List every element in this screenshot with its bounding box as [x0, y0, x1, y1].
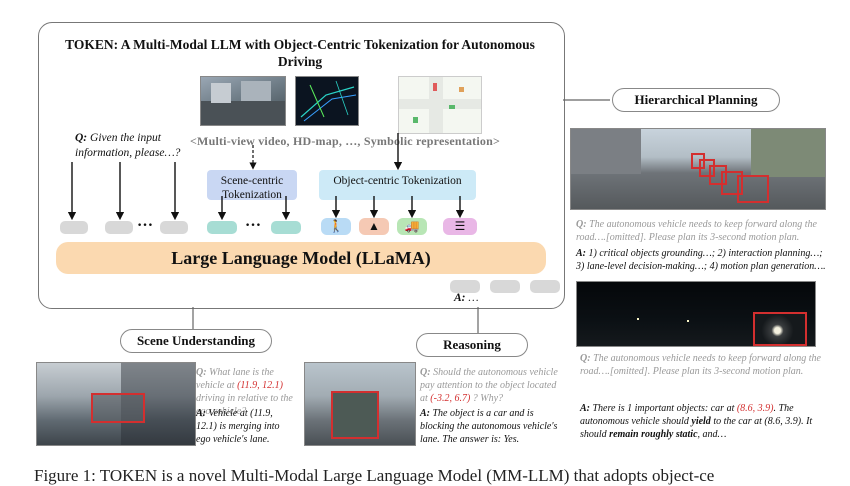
planning-a2-part4: , and… — [697, 429, 727, 440]
planning-a2-static: remain roughly static — [609, 429, 698, 440]
hd-map-image — [295, 76, 359, 126]
scene-vehicle-bbox — [91, 393, 145, 423]
cone-token: ▲ — [359, 218, 389, 235]
scene-q-part1: What lane is the vehicle at — [196, 367, 274, 391]
lane-icon: ☰ — [454, 219, 466, 233]
planning-a2-part2: . The autonomous vehicle should — [580, 403, 794, 427]
reasoning-question: Q: Should the autonomous vehicle pay att… — [420, 366, 560, 405]
output-token-1 — [450, 280, 480, 293]
output-token-2 — [490, 280, 520, 293]
planning-question-1: Q: The autonomous vehicle needs to keep … — [576, 218, 826, 244]
pedestrian-token: 🚶 — [321, 218, 351, 235]
planning-q1-text: The autonomous vehicle needs to keep for… — [576, 219, 817, 243]
bbox-5 — [737, 175, 769, 203]
scene-a-text: Vehicle at (11.9, 12.1) is merging into … — [196, 408, 280, 445]
output-token-3 — [530, 280, 560, 293]
planning-q1-prefix: Q: — [576, 219, 587, 230]
planning-a2-coord: (8.6, 3.9) — [736, 403, 774, 414]
scene-token-1 — [207, 221, 237, 234]
planning-night-image — [576, 281, 816, 347]
figure-caption: Figure 1: TOKEN is a novel Multi-Modal L… — [34, 466, 715, 485]
bbox-1 — [691, 153, 705, 169]
figure-title: TOKEN: A Multi-Modal LLM with Object-Cen… — [65, 37, 535, 69]
planning-a2-yield: yield — [691, 416, 711, 427]
reasoning-q-part1: Should the autonomous vehicle pay attent… — [420, 367, 558, 404]
planning-q2-text: The autonomous vehicle needs to keep for… — [580, 353, 821, 377]
scene-understanding-image — [36, 362, 196, 446]
answer-prefix: A: — [454, 292, 466, 304]
reasoning-q-prefix: Q: — [420, 367, 431, 378]
text-token-3 — [160, 221, 188, 234]
object-centric-tokenizer: Object-centric Tokenization — [319, 170, 476, 200]
input-question-text: Given the input information, please…? — [75, 132, 181, 159]
llm-block: Large Language Model (LLaMA) — [56, 242, 546, 274]
bbox-3 — [709, 165, 727, 185]
input-modalities-label: <Multi-view video, HD-map, …, Symbolic r… — [190, 134, 501, 148]
planning-a2-prefix: A: — [580, 403, 590, 414]
planning-answer-1: A: 1) critical objects grounding…; 2) in… — [576, 247, 830, 273]
scene-understanding-tag: Scene Understanding — [120, 329, 272, 353]
truck-icon: 🚚 — [404, 219, 420, 233]
planning-a2-part1: There is 1 important objects: car at — [592, 403, 737, 414]
answer-ellipsis: … — [468, 292, 479, 304]
reasoning-answer: A: The object is a car and is blocking t… — [420, 407, 560, 446]
question-prefix: Q: — [75, 132, 88, 144]
multiview-video-image — [200, 76, 286, 126]
bbox-4 — [721, 171, 743, 195]
scene-answer: A: Vehicle at (11.9, 12.1) is merging in… — [196, 407, 296, 446]
pedestrian-icon: 🚶 — [328, 219, 344, 233]
planning-question-2: Q: The autonomous vehicle needs to keep … — [580, 352, 830, 378]
reasoning-tag: Reasoning — [416, 333, 528, 357]
token-ellipsis-2: … — [245, 213, 261, 230]
hd-map-lines — [300, 80, 357, 122]
scene-token-2 — [271, 221, 301, 234]
scene-question: Q: What lane is the vehicle at (11.9, 12… — [196, 366, 296, 418]
planning-a2-part3: to the car at (8.6, 3.9). It should — [580, 416, 813, 440]
scene-q-coord: (11.9, 12.1) — [237, 380, 284, 391]
night-car-bbox — [753, 312, 807, 346]
scene-q-part2: driving in relative to the ego vehicle? — [196, 393, 293, 417]
bbox-2 — [699, 159, 715, 177]
text-token-2 — [105, 221, 133, 234]
symbolic-representation-image — [398, 76, 482, 134]
scene-q-prefix: Q: — [196, 367, 207, 378]
planning-day-image — [570, 128, 826, 210]
planning-a1-prefix: A: — [576, 248, 586, 259]
token-ellipsis-1: … — [137, 213, 153, 230]
text-token-1 — [60, 221, 88, 234]
input-question: Q: Given the input information, please…? — [75, 131, 190, 161]
scene-a-prefix: A: — [196, 408, 206, 419]
vehicle-token: 🚚 — [397, 218, 427, 235]
traffic-cone-icon: ▲ — [368, 219, 380, 233]
hierarchical-planning-tag: Hierarchical Planning — [612, 88, 780, 112]
planning-a1-text: 1) critical objects grounding…; 2) inter… — [576, 248, 826, 272]
scene-centric-tokenizer: Scene-centric Tokenization — [207, 170, 297, 201]
planning-answer-2: A: There is 1 important objects: car at … — [580, 402, 832, 441]
reasoning-q-part2: ? Why? — [470, 393, 504, 404]
lane-token: ☰ — [443, 218, 477, 235]
symbolic-map-lines — [399, 77, 481, 133]
planning-q2-prefix: Q: — [580, 353, 591, 364]
reasoning-q-coord: (-3.2, 6.7) — [430, 393, 471, 404]
reasoning-image — [304, 362, 416, 446]
reasoning-a-text: The object is a car and is blocking the … — [420, 408, 558, 445]
reasoning-a-prefix: A: — [420, 408, 430, 419]
reasoning-car-bbox — [331, 391, 379, 439]
output-answer: A: … — [454, 291, 479, 306]
